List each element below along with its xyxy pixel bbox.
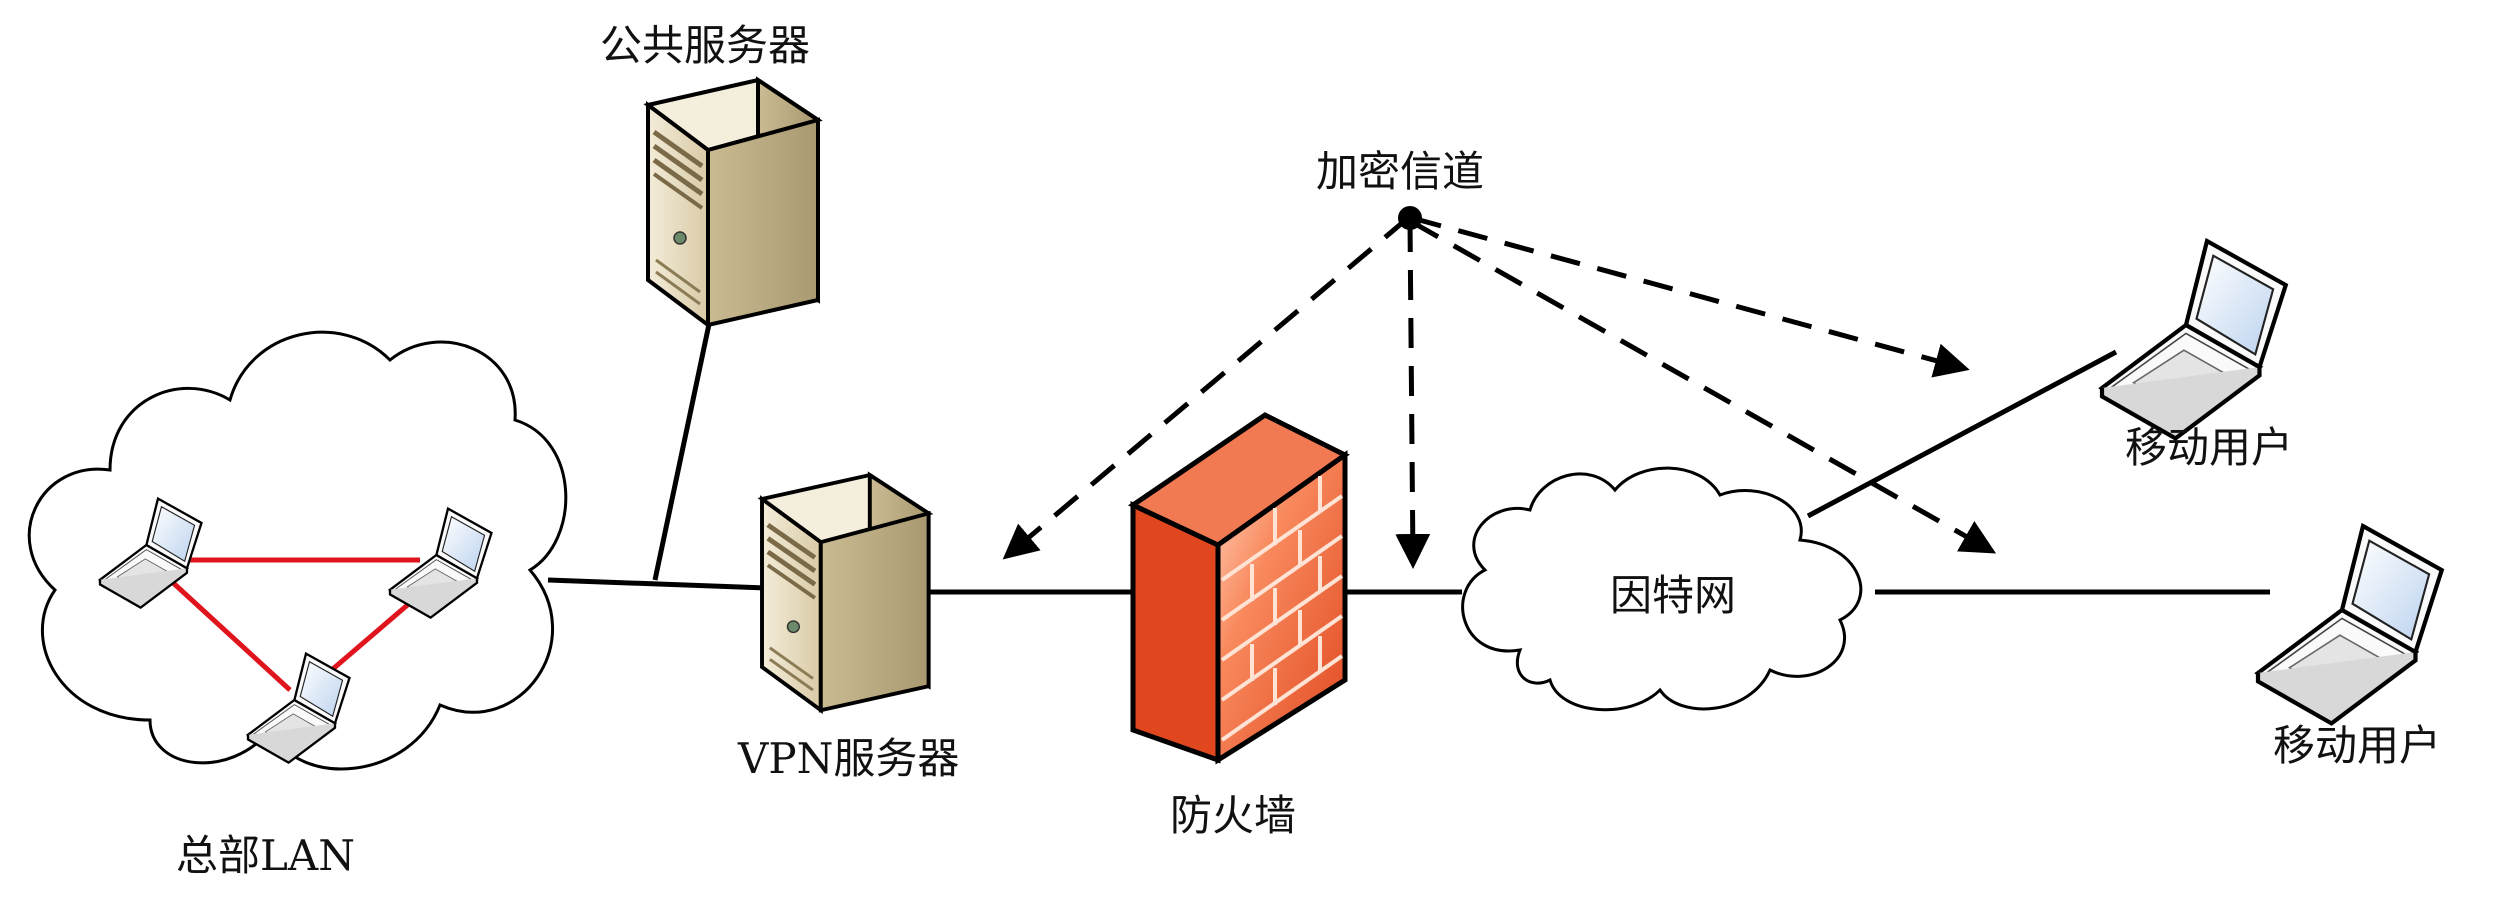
public-server-icon: [648, 80, 818, 325]
lan-link: [168, 578, 292, 692]
firewall-icon: [1127, 412, 1350, 765]
encrypted-arrow-to-mobile-user-1: [1411, 215, 1970, 378]
mobile-user-1-label: 移动用户: [2125, 423, 2294, 472]
internet-label: 因特网: [1610, 571, 1737, 620]
internet-cloud: [1461, 466, 1863, 712]
mobile-user-2-label: 移动用户: [2273, 721, 2442, 770]
mobile-user-1-laptop-icon: [2102, 241, 2286, 438]
encrypted-channel-arrows: [1002, 215, 1997, 569]
lan-to-vpn-link: [547, 577, 769, 591]
hq-lan-label: 总部LAN: [176, 831, 355, 880]
encrypted-arrow-to-mobile-user-2: [1410, 219, 1997, 554]
firewall-label: 防火墙: [1170, 791, 1297, 840]
internet-to-mobile-user-1-link: [1806, 349, 2118, 519]
encrypted-channel-node: [1398, 206, 1422, 230]
vpn-server-icon: [762, 475, 929, 710]
public-server-link: [652, 309, 715, 581]
vpn-server-label: VPN服务器: [738, 734, 960, 783]
encrypted-arrow-to-internet: [1395, 221, 1431, 569]
mobile-user-2-laptop-icon: [2258, 526, 2442, 723]
encrypted-channel-label: 加密信道: [1316, 147, 1485, 196]
encrypted-arrow-to-vpn: [1002, 216, 1410, 560]
connection-lines: [547, 309, 2270, 595]
public-server-label: 公共服务器: [600, 21, 811, 70]
hq-lan-cloud: [27, 330, 568, 771]
